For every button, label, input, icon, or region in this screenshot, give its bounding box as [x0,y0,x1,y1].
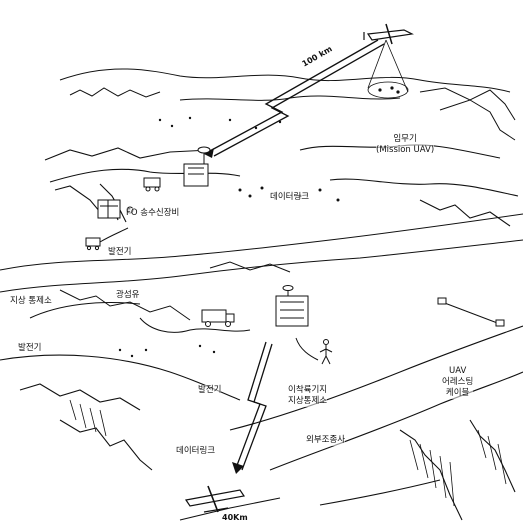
optical-fiber-label: 광섬유 [116,290,140,301]
generator-label-left: 발전기 [108,247,132,258]
external-pilot-figure [295,337,333,365]
terrain-far-hills [59,68,516,141]
datalink-arrow-upper [204,148,214,158]
ground-control-center-drawing [275,285,309,327]
terrain-cliff-hatching [69,399,507,507]
datalink-label-bottom: 데이터링크 [176,446,216,457]
truck-upper [143,177,161,192]
uav-arresting-cable-label: UAV 어레스팅 케이블 [442,366,474,399]
datalink-lightning-upper [207,39,385,157]
launch-uav-drawing [184,485,246,513]
ground-control-label-left: 지상 통제소 [10,296,52,307]
uav-sensor-footprint [367,39,409,99]
launch-base-gcs-label: 이착륙기지 지상통제소 [288,385,328,407]
datalink-distance-bottom: 40Km [222,513,248,522]
generator-upper-drawing [85,227,129,251]
mission-uav-label: 임무기 (Mission UAV) [376,134,435,156]
truck-center [201,309,235,327]
datalink-label-top: 데이터링크 [270,192,310,203]
arresting-cable [437,297,505,327]
datalink-lightning-lower [235,341,273,471]
mission-uav-drawing [363,23,414,45]
relay-antenna-upper [183,146,211,187]
generator-label-lower-left: 발전기 [18,343,42,354]
datalink-arrow-lower [232,462,244,474]
terrain-foreground [0,325,523,521]
fo-equipment-label: FO 송수신장비 [126,208,180,219]
terrain-midground [0,213,523,333]
generator-label-center: 발전기 [198,385,222,396]
external-pilot-label: 외부조종사 [306,435,346,446]
